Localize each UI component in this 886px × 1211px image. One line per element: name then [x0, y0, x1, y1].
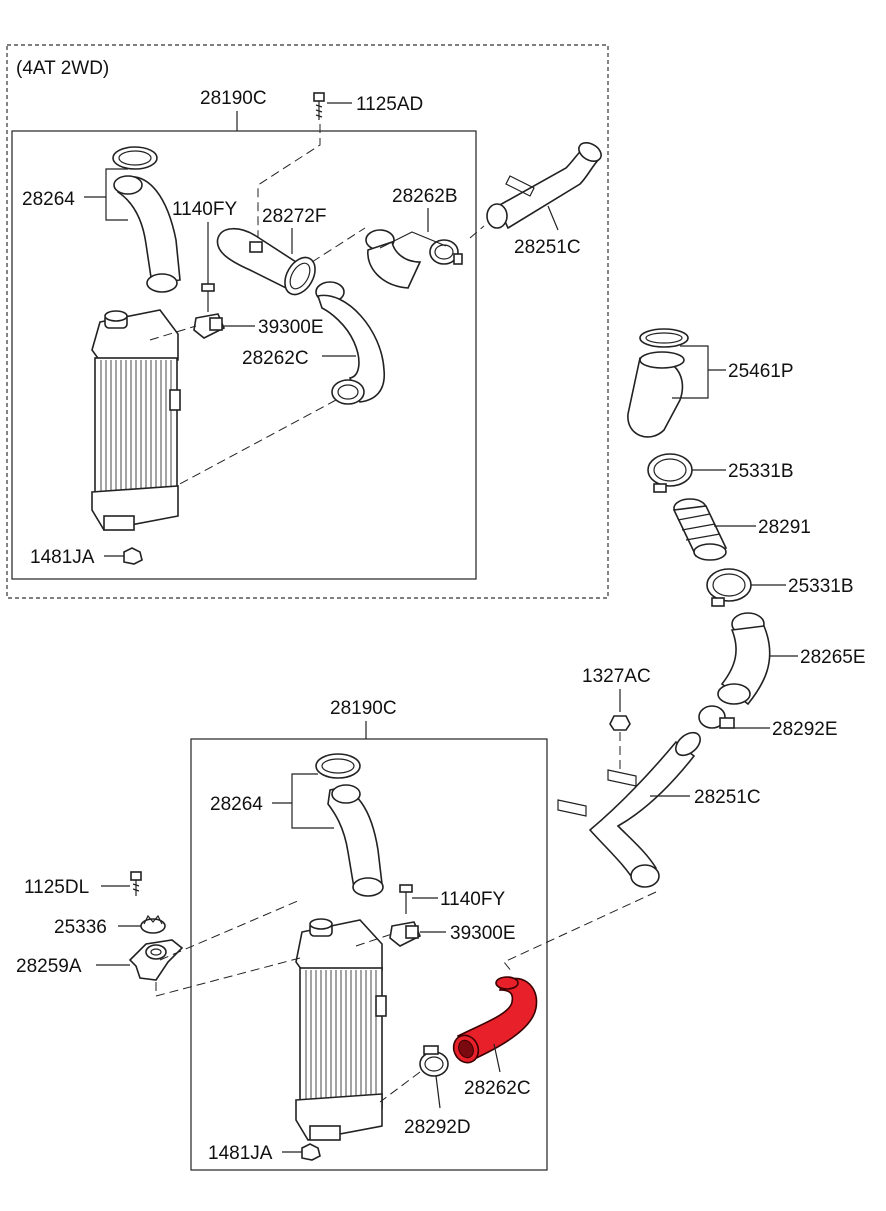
intercooler-top-icon [91, 309, 181, 531]
clamp-25331b-1-label[interactable]: 25331B [728, 461, 794, 482]
bellows-28291-icon [672, 498, 728, 561]
pipe-28251c-top-icon [486, 142, 602, 230]
clamp-25331b-1-icon [647, 453, 693, 493]
hose-28264-bottom-label[interactable]: 28264 [210, 794, 263, 815]
bracket-dashline-2 [159, 899, 301, 961]
hose-28264-top-icon [112, 146, 181, 293]
clamp-28292e-label[interactable]: 28292E [772, 719, 838, 740]
pipe-28251c-top-label[interactable]: 28251C [514, 237, 581, 258]
nut-1481ja-bottom-icon [301, 1143, 321, 1161]
sensor-top-dashline [149, 325, 197, 341]
clamp-28292d-label[interactable]: 28292D [404, 1117, 471, 1138]
top-assembly-label[interactable]: 28190C [200, 88, 267, 109]
variant-frame [6, 44, 609, 599]
sensor-39300e-top-icon [193, 313, 226, 339]
clamp-25331b-2-icon [706, 568, 752, 607]
hose-28264-top-label[interactable]: 28264 [22, 189, 75, 210]
pipe-28251c-top-leader [547, 205, 559, 231]
hose-28262c-bottom-leader [493, 1043, 501, 1073]
bolt-1140fy-top-icon [201, 283, 215, 312]
bolt-1125ad-icon [313, 92, 325, 120]
pipe-28272f-icon [216, 227, 316, 296]
top-assembly-frame [11, 130, 477, 580]
pipe-28272f-label[interactable]: 28272F [262, 206, 326, 227]
grommet-25336-label[interactable]: 25336 [54, 917, 107, 938]
pipe-28251c-side-icon [557, 731, 701, 888]
clamp-28292d-leader [435, 1075, 441, 1109]
clamp-25331b-2-label[interactable]: 25331B [788, 576, 854, 597]
nut-1481ja-bottom-label[interactable]: 1481JA [208, 1143, 273, 1164]
hose-25461p-leader [672, 345, 709, 399]
top-outlet-dashline [469, 225, 485, 239]
hose-28262c-top-dashline [175, 399, 337, 487]
clamp-28292d-dashline [379, 1071, 421, 1103]
hose-28262c-top-label[interactable]: 28262C [242, 348, 309, 369]
bottom-assembly-frame [190, 738, 548, 1171]
hose-28265e-icon [717, 612, 771, 706]
clamp-28292d-icon [419, 1045, 449, 1077]
pipe-28272f-dashline [311, 227, 366, 263]
hose-28264-top-leader [105, 168, 128, 221]
sensor-39300e-bottom-icon [389, 921, 422, 947]
nut-1481ja-top-icon [123, 547, 143, 565]
hose-28262b-icon [365, 229, 463, 289]
variant-label: (4AT 2WD) [16, 58, 109, 79]
nut-1327ac-label[interactable]: 1327AC [582, 666, 651, 687]
nut-1481ja-top-label[interactable]: 1481JA [30, 547, 95, 568]
bolt-1140fy-bottom-icon [399, 884, 413, 914]
hose-25461p-icon [627, 328, 689, 438]
sensor-39300e-bottom-label[interactable]: 39300E [450, 923, 516, 944]
hose-28262b-leader [379, 231, 447, 249]
bolt-1125dl-label[interactable]: 1125DL [24, 877, 89, 898]
bolt-1125ad-label[interactable]: 1125AD [356, 94, 423, 115]
hose-28262c-highlighted-icon [452, 976, 538, 1064]
nut-1327ac-icon [609, 715, 631, 731]
bolt-1140fy-top-label[interactable]: 1140FY [172, 199, 237, 220]
bolt-1125dl-icon [130, 871, 142, 896]
pipe-28251c-side-label[interactable]: 28251C [694, 787, 761, 808]
hose-28262b-label[interactable]: 28262B [392, 186, 458, 207]
hose-28264-bottom-icon [315, 753, 384, 897]
intercooler-bottom-icon [295, 918, 387, 1141]
bracket-28259a-label[interactable]: 28259A [16, 956, 82, 977]
sensor-bottom-dashline [355, 933, 393, 947]
bellows-28291-label[interactable]: 28291 [758, 517, 811, 538]
bracket-28259a-icon [128, 939, 184, 981]
pipe-side-dashline [503, 891, 657, 973]
bolt-1125ad-dashline [257, 124, 321, 240]
grommet-25336-icon [140, 914, 166, 934]
bolt-1140fy-bottom-label[interactable]: 1140FY [440, 889, 505, 910]
hose-28262c-top-icon [315, 281, 385, 405]
hose-28262c-bottom-label[interactable]: 28262C [464, 1078, 531, 1099]
hose-28265e-label[interactable]: 28265E [800, 647, 866, 668]
hose-28264-bottom-leader [291, 773, 334, 829]
bottom-assembly-label[interactable]: 28190C [330, 698, 397, 719]
bracket-dashline [155, 957, 301, 997]
clamp-28292e-icon [698, 705, 735, 729]
hose-25461p-label[interactable]: 25461P [728, 361, 794, 382]
sensor-39300e-top-label[interactable]: 39300E [258, 317, 324, 338]
